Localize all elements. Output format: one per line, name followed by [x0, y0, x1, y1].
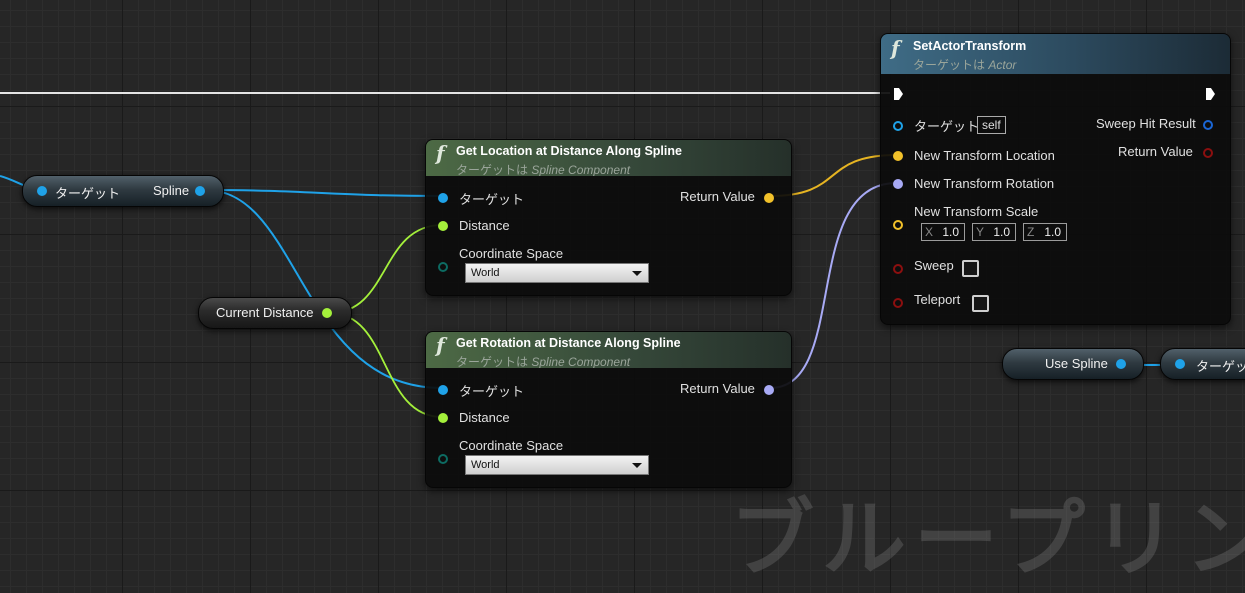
object-wire-spline-rotation — [205, 189, 443, 389]
spline-output-label: Spline — [153, 183, 190, 198]
coordinate-space-pin[interactable] — [438, 454, 448, 464]
new-scale-label: New Transform Scale — [914, 204, 1039, 219]
object-wire-spline-location — [205, 189, 443, 197]
return-value-pin[interactable] — [764, 193, 774, 203]
get-location-header: f Get Location at Distance Along Spline … — [426, 140, 791, 176]
get-rotation-node[interactable]: f Get Rotation at Distance Along Spline … — [425, 331, 792, 488]
target-input-pin[interactable] — [438, 385, 448, 395]
function-icon: f — [436, 141, 445, 165]
return-value-pin[interactable] — [764, 385, 774, 395]
target-label: ターゲット — [914, 119, 980, 134]
set-actor-transform-header: f SetActorTransform ターゲットは Actor — [881, 34, 1230, 74]
target-label: ターゲット — [459, 192, 525, 207]
distance-input-pin[interactable] — [438, 413, 448, 423]
target-label: ターゲッ — [1196, 359, 1245, 374]
partial-target-node[interactable]: ターゲッ — [1160, 348, 1245, 380]
sweep-pin[interactable] — [893, 264, 903, 274]
current-distance-output-pin[interactable] — [322, 308, 332, 318]
target-input-pin[interactable] — [37, 186, 47, 196]
new-rotation-pin[interactable] — [893, 179, 903, 189]
get-rotation-subtitle: ターゲットは Spline Component — [456, 355, 631, 368]
current-distance-node[interactable]: Current Distance — [198, 297, 352, 329]
dropdown-caret-icon — [632, 463, 642, 468]
target-input-pin[interactable] — [893, 121, 903, 131]
get-rotation-header: f Get Rotation at Distance Along Spline … — [426, 332, 791, 368]
teleport-pin[interactable] — [893, 298, 903, 308]
return-value-label: Return Value — [680, 189, 755, 204]
rotator-wire — [769, 182, 898, 389]
target-self-field[interactable]: self — [977, 116, 1006, 134]
exec-input-pin[interactable] — [894, 88, 903, 100]
coordinate-space-dropdown[interactable]: World — [465, 263, 649, 283]
distance-input-pin[interactable] — [438, 221, 448, 231]
get-rotation-title: Get Rotation at Distance Along Spline — [456, 336, 681, 350]
teleport-label: Teleport — [914, 292, 961, 307]
return-value-label: Return Value — [680, 381, 755, 396]
distance-label: Distance — [459, 218, 510, 233]
new-scale-pin[interactable] — [893, 220, 903, 230]
dropdown-caret-icon — [632, 271, 642, 276]
scale-x-axis: X — [925, 225, 934, 239]
set-actor-transform-subtitle: ターゲットは Actor — [913, 58, 1017, 72]
use-spline-node[interactable]: Use Spline — [1002, 348, 1144, 380]
scale-x-field[interactable]: X 1.0 — [921, 223, 965, 241]
new-rotation-label: New Transform Rotation — [914, 176, 1055, 191]
coordinate-space-pin[interactable] — [438, 262, 448, 272]
coordinate-space-value: World — [471, 267, 500, 279]
get-location-title: Get Location at Distance Along Spline — [456, 144, 682, 158]
set-actor-transform-title: SetActorTransform — [913, 39, 1027, 53]
sweep-checkbox[interactable] — [962, 260, 979, 277]
scale-y-field[interactable]: Y 1.0 — [972, 223, 1016, 241]
coordinate-space-label: Coordinate Space — [459, 246, 564, 261]
spline-getter-node[interactable]: ターゲット Spline — [22, 175, 224, 207]
function-icon: f — [436, 333, 445, 357]
coordinate-space-value: World — [471, 459, 500, 471]
blueprint-watermark: ブループリント — [730, 490, 1245, 588]
scale-z-axis: Z — [1027, 225, 1035, 239]
target-input-pin[interactable] — [1175, 359, 1185, 369]
scale-y-value: 1.0 — [993, 225, 1010, 239]
distance-label: Distance — [459, 410, 510, 425]
spline-output-pin[interactable] — [195, 186, 205, 196]
scale-x-value: 1.0 — [942, 225, 959, 239]
current-distance-label: Current Distance — [216, 305, 314, 320]
sweep-label: Sweep — [914, 258, 954, 273]
set-actor-transform-node[interactable]: f SetActorTransform ターゲットは Actor ターゲット s… — [880, 33, 1231, 325]
use-spline-label: Use Spline — [1045, 356, 1108, 371]
target-label: ターゲット — [459, 384, 525, 399]
target-label: ターゲット — [55, 186, 121, 201]
sweep-hit-result-label: Sweep Hit Result — [1096, 116, 1196, 131]
coordinate-space-dropdown[interactable]: World — [465, 455, 649, 475]
use-spline-output-pin[interactable] — [1116, 359, 1126, 369]
get-location-subtitle: ターゲットは Spline Component — [456, 163, 631, 176]
exec-output-pin[interactable] — [1206, 88, 1215, 100]
teleport-checkbox[interactable] — [972, 295, 989, 312]
scale-z-field[interactable]: Z 1.0 — [1023, 223, 1067, 241]
scale-y-axis: Y — [976, 225, 985, 239]
vector-wire — [769, 154, 898, 197]
function-icon: f — [891, 36, 900, 60]
get-location-node[interactable]: f Get Location at Distance Along Spline … — [425, 139, 792, 296]
return-value-pin[interactable] — [1203, 148, 1213, 158]
return-value-label: Return Value — [1118, 144, 1193, 159]
target-input-pin[interactable] — [438, 193, 448, 203]
scale-z-value: 1.0 — [1044, 225, 1061, 239]
sweep-hit-result-pin[interactable] — [1203, 120, 1213, 130]
new-location-pin[interactable] — [893, 151, 903, 161]
new-location-label: New Transform Location — [914, 148, 1055, 163]
coordinate-space-label: Coordinate Space — [459, 438, 564, 453]
